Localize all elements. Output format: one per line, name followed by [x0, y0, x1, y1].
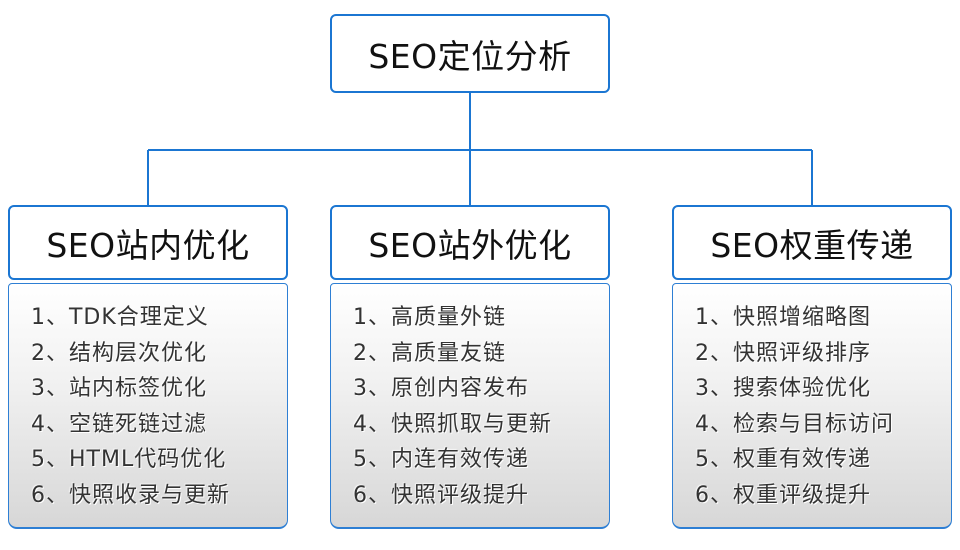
list-item: 3、站内标签优化	[31, 376, 207, 401]
column-header-onsite: SEO站内优化	[8, 205, 288, 280]
list-item: 2、快照评级排序	[695, 340, 871, 366]
column-list-weight: 1、快照增缩略图 2、快照评级排序 3、搜索体验优化 4、检索与目标访问 5、权…	[672, 283, 952, 529]
list-item: 4、快照抓取与更新	[353, 411, 552, 437]
column-header-weight: SEO权重传递	[672, 205, 952, 280]
list-item: 2、高质量友链	[353, 340, 506, 366]
list-item: 1、高质量外链	[353, 305, 506, 330]
list-item: 1、快照增缩略图	[695, 305, 871, 330]
list-item: 6、快照评级提升	[353, 482, 529, 508]
list-item: 3、原创内容发布	[353, 376, 529, 401]
column-title: SEO站内优化	[46, 225, 250, 265]
column-list-onsite: 1、TDK合理定义 2、结构层次优化 3、站内标签优化 4、空链死链过滤 5、H…	[8, 283, 288, 529]
column-list-offsite: 1、高质量外链 2、高质量友链 3、原创内容发布 4、快照抓取与更新 5、内连有…	[330, 283, 610, 529]
root-title: SEO定位分析	[368, 36, 572, 76]
root-node: SEO定位分析	[330, 14, 610, 93]
list-item: 5、内连有效传递	[353, 447, 529, 472]
column-header-offsite: SEO站外优化	[330, 205, 610, 280]
column-title: SEO权重传递	[710, 225, 914, 265]
list-item: 2、结构层次优化	[31, 340, 207, 366]
list-item: 5、HTML代码优化	[31, 447, 227, 472]
column-title: SEO站外优化	[368, 225, 572, 265]
list-item: 6、权重评级提升	[695, 482, 871, 508]
list-item: 5、权重有效传递	[695, 447, 871, 472]
list-item: 4、空链死链过滤	[31, 411, 207, 437]
list-item: 1、TDK合理定义	[31, 305, 209, 330]
list-item: 4、检索与目标访问	[695, 411, 894, 437]
list-item: 3、搜索体验优化	[695, 376, 871, 401]
list-item: 6、快照收录与更新	[31, 482, 230, 508]
